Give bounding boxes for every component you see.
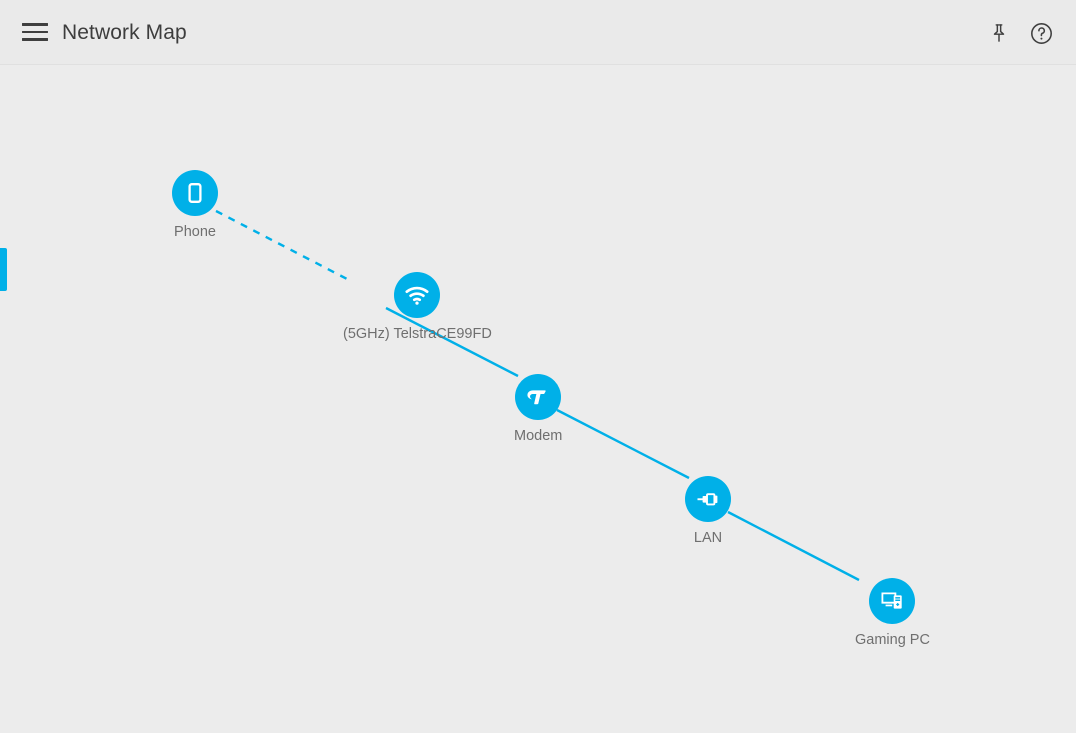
app-header: Network Map bbox=[0, 0, 1076, 65]
pin-glyph bbox=[993, 24, 1005, 42]
network-node-lan[interactable]: LAN bbox=[685, 476, 731, 547]
network-node-modem[interactable]: Modem bbox=[514, 374, 562, 445]
pin-icon[interactable] bbox=[984, 18, 1014, 48]
node-icon-circle bbox=[685, 476, 731, 522]
edge-wifi-to-modem bbox=[385, 306, 519, 378]
hamburger-bar bbox=[22, 23, 48, 26]
node-label: (5GHz) TelstraCE99FD bbox=[343, 326, 492, 342]
node-label: Phone bbox=[174, 224, 216, 240]
network-edges-layer bbox=[215, 209, 860, 582]
node-label: LAN bbox=[693, 530, 723, 546]
node-icon-circle bbox=[172, 170, 218, 216]
hamburger-bar bbox=[22, 38, 48, 41]
network-node-gaming-pc[interactable]: Gaming PC bbox=[855, 578, 930, 649]
edge-phone-to-wifi bbox=[215, 209, 348, 281]
drawer-handle[interactable] bbox=[0, 248, 7, 291]
wifi-icon bbox=[405, 286, 429, 305]
telstra-logo-icon bbox=[527, 389, 546, 404]
node-icon-circle bbox=[869, 578, 916, 624]
hamburger-bar bbox=[22, 30, 48, 34]
node-icon-circle bbox=[515, 374, 562, 420]
smartphone-icon bbox=[188, 183, 202, 203]
hamburger-menu-icon[interactable] bbox=[20, 20, 48, 44]
page-title: Network Map bbox=[62, 21, 187, 44]
edge-modem-to-lan bbox=[556, 408, 690, 480]
network-node-wifi-5ghz[interactable]: (5GHz) TelstraCE99FD bbox=[343, 272, 492, 343]
ethernet-plug-icon bbox=[697, 493, 718, 506]
edge-lan-to-gaming-pc bbox=[727, 510, 860, 582]
node-label: Modem bbox=[514, 428, 563, 444]
node-label: Gaming PC bbox=[855, 632, 930, 648]
help-circle-icon[interactable] bbox=[1026, 18, 1056, 48]
help-glyph bbox=[1030, 22, 1052, 44]
network-map-canvas[interactable]: Phone (5GHz) TelstraCE99FD Modem bbox=[0, 65, 1076, 733]
desktop-computer-icon bbox=[881, 592, 903, 609]
network-node-phone[interactable]: Phone bbox=[172, 170, 218, 241]
node-icon-circle bbox=[394, 272, 441, 318]
bottom-strip bbox=[0, 733, 1076, 742]
